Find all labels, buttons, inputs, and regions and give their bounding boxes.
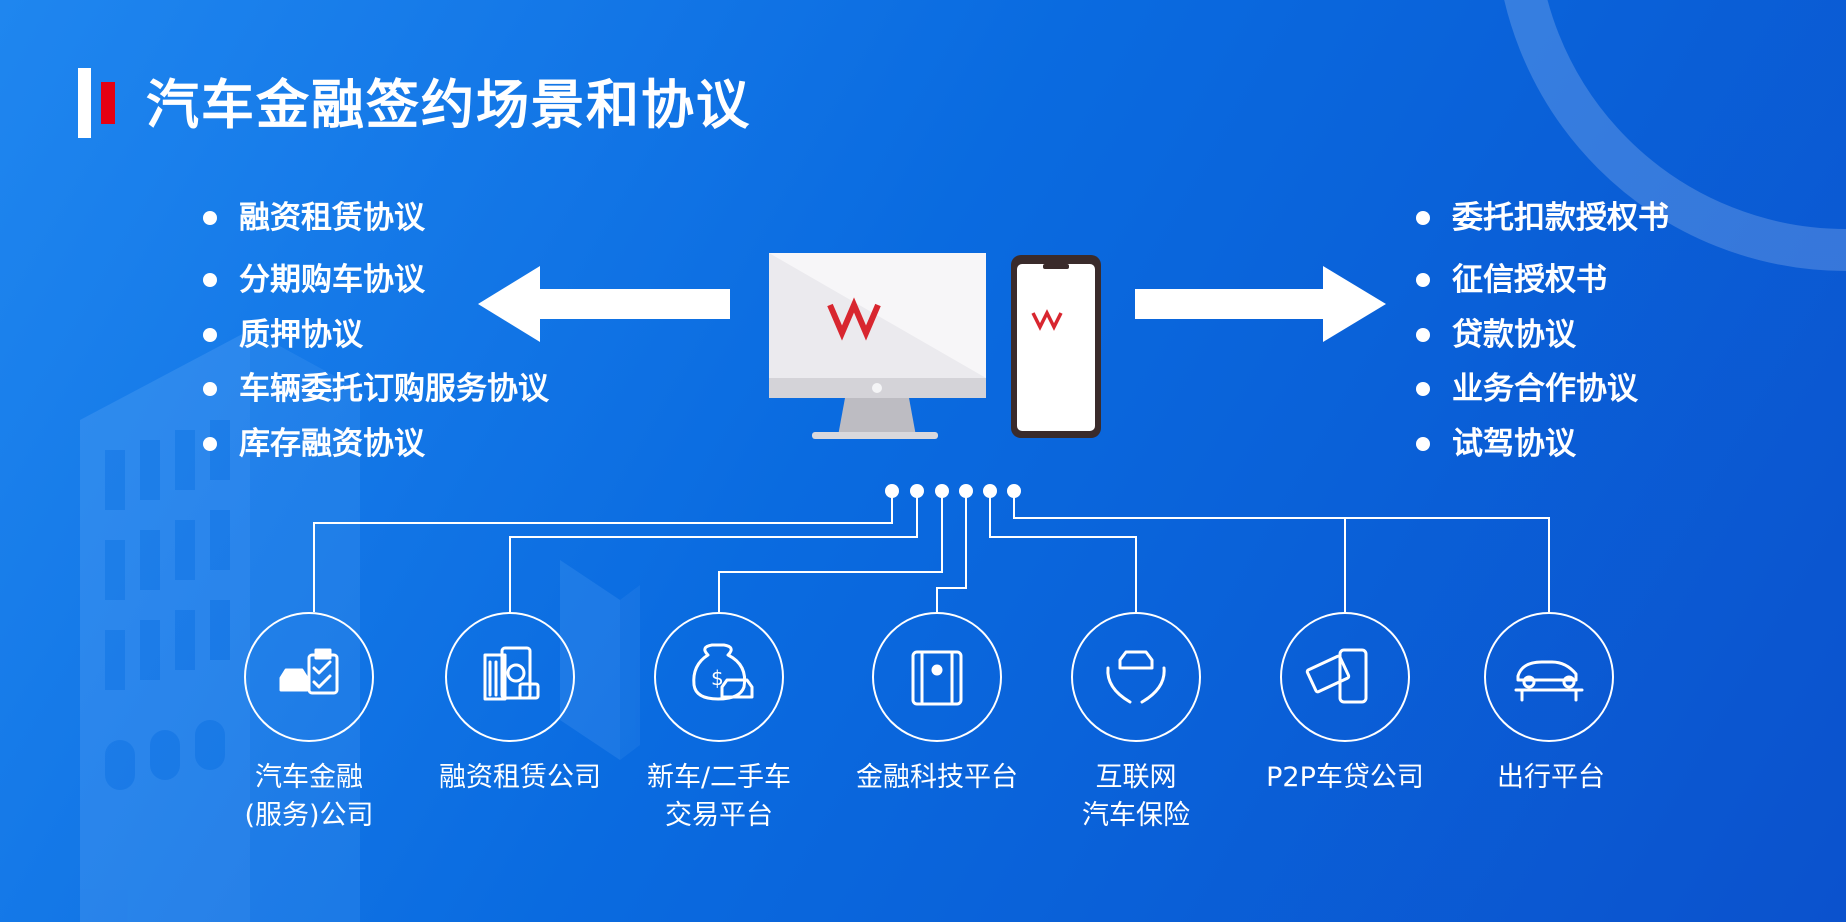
bullet-dot <box>203 273 217 287</box>
list-item: 业务合作协议 <box>1416 371 1638 407</box>
list-item: 质押协议 <box>203 317 363 353</box>
list-item: 分期购车协议 <box>203 262 425 298</box>
list-item: 库存融资协议 <box>203 426 425 462</box>
node-label-line: 互联网 <box>1095 762 1177 793</box>
node-label-line: 新车/二手车 <box>646 762 792 793</box>
node-label-line: 汽车金融 <box>254 762 363 793</box>
page-title: 汽车金融签约场景和协议 <box>146 75 751 136</box>
title-accent-red <box>101 82 115 124</box>
node-circle <box>244 612 374 742</box>
list-item-label: 业务合作协议 <box>1452 371 1638 407</box>
node-label: 金融科技平台 <box>856 759 1018 797</box>
car-lift-icon <box>1514 660 1584 702</box>
list-item-label: 质押协议 <box>239 317 363 353</box>
card-phone-icon <box>1305 648 1368 704</box>
node-circle <box>1280 612 1410 742</box>
list-item-label: 分期购车协议 <box>239 262 425 298</box>
list-item-label: 库存融资协议 <box>239 426 425 462</box>
node-circle <box>654 612 784 742</box>
node-circle <box>445 612 575 742</box>
connector-lines <box>313 491 1550 612</box>
phone-icon <box>1011 255 1101 438</box>
node-label-line: 出行平台 <box>1497 762 1605 793</box>
node-circle <box>1484 612 1614 742</box>
node-label-line: 金融科技平台 <box>856 762 1018 793</box>
list-item: 车辆委托订购服务协议 <box>203 371 549 407</box>
node-circle <box>1071 612 1201 742</box>
list-item-label: 征信授权书 <box>1452 262 1607 298</box>
svg-text:$: $ <box>711 666 724 690</box>
car-clipboard-icon <box>279 648 339 695</box>
brand-logo <box>827 297 881 341</box>
list-item-label: 试驾协议 <box>1452 426 1576 462</box>
bullet-dot <box>1416 273 1430 287</box>
node-label: 互联网 汽车保险 <box>1082 759 1190 835</box>
list-item-label: 融资租赁协议 <box>239 200 425 236</box>
list-item: 贷款协议 <box>1416 317 1576 353</box>
list-item: 委托扣款授权书 <box>1416 200 1669 236</box>
node-label-line: P2P车贷公司 <box>1266 762 1424 793</box>
monitor-icon <box>769 253 986 439</box>
left-arrow-icon <box>478 266 730 342</box>
node-label-line: (服务)公司 <box>244 800 374 831</box>
node-label: 融资租赁公司 <box>439 759 601 797</box>
node-label-line: 融资租赁公司 <box>439 762 601 793</box>
money-bag-car-icon: $ <box>692 643 754 701</box>
node-label: P2P车贷公司 <box>1266 759 1424 797</box>
node-circle <box>872 612 1002 742</box>
building-decoration <box>80 330 640 922</box>
node-label: 出行平台 <box>1497 759 1605 797</box>
list-item-label: 车辆委托订购服务协议 <box>239 371 549 407</box>
node-label: 汽车金融 (服务)公司 <box>244 759 373 835</box>
building-money-icon <box>483 646 540 701</box>
bullet-dot <box>1416 437 1430 451</box>
node-label-line: 交易平台 <box>664 800 773 831</box>
bullet-dot <box>203 211 217 225</box>
list-item: 融资租赁协议 <box>203 200 425 236</box>
title-accent-white <box>78 68 91 138</box>
wallet-icon <box>911 650 963 706</box>
bullet-dot <box>1416 211 1430 225</box>
list-item-label: 贷款协议 <box>1452 317 1576 353</box>
list-item-label: 委托扣款授权书 <box>1452 200 1669 236</box>
bullet-dot <box>203 328 217 342</box>
list-item: 征信授权书 <box>1416 262 1607 298</box>
connector-dots <box>885 484 1021 498</box>
bullet-dot <box>203 382 217 396</box>
hands-car-icon <box>1106 650 1166 704</box>
bullet-dot <box>203 437 217 451</box>
list-item: 试驾协议 <box>1416 426 1576 462</box>
node-label-line: 汽车保险 <box>1082 800 1190 831</box>
bullet-dot <box>1416 382 1430 396</box>
node-label: 新车/二手车 交易平台 <box>647 759 791 835</box>
bullet-dot <box>1416 328 1430 342</box>
right-arrow-icon <box>1135 266 1386 342</box>
